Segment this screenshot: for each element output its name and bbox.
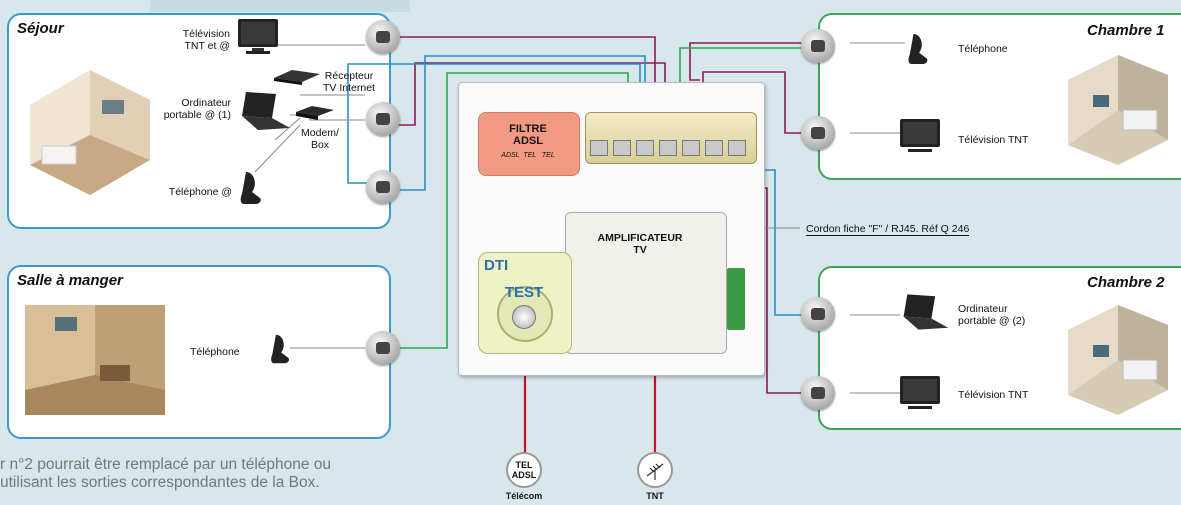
wall-socket	[801, 29, 835, 63]
wall-socket	[366, 331, 400, 365]
test-label: TEST	[504, 284, 544, 301]
footnote: r n°2 pourrait être remplacé par un télé…	[0, 456, 332, 491]
wall-socket	[801, 297, 835, 331]
phone-icon	[271, 334, 290, 364]
label-chambre1-tv: Télévision TNT	[958, 134, 1029, 146]
rj45-port	[705, 140, 723, 156]
label-chambre1-phone: Téléphone	[958, 43, 1008, 55]
terminal-strip	[727, 268, 745, 330]
rj45-port	[636, 140, 654, 156]
room-title-sejour: Séjour	[17, 20, 64, 37]
label-sejour-phone: Téléphone @	[168, 186, 232, 198]
telecom-label: Télécom	[505, 491, 543, 501]
room-title-chambre2: Chambre 2	[1087, 274, 1165, 291]
rj45-port	[728, 140, 746, 156]
filtre-adsl-label: FILTRE ADSL	[509, 123, 547, 147]
sejour-room-image	[30, 70, 150, 195]
tv-icon	[238, 19, 278, 54]
chambre2-room-image	[1068, 305, 1168, 415]
antenna-icon	[646, 463, 664, 480]
wall-socket	[801, 376, 835, 410]
cordon-label: Cordon fiche "F" / RJ45. Réf Q 246	[806, 223, 970, 236]
phone-icon	[908, 34, 928, 64]
modem-icon	[296, 106, 334, 120]
receiver-icon	[274, 70, 320, 85]
rj45-port	[659, 140, 677, 156]
salle-room-image	[25, 305, 165, 415]
test-dial	[497, 286, 553, 342]
tnt-antenna-badge	[637, 452, 673, 488]
label-sejour-laptop: Ordinateur portable @ (1)	[163, 97, 231, 121]
rj45-port	[590, 140, 608, 156]
label-chambre2-tv: Télévision TNT	[958, 389, 1029, 401]
wall-socket	[801, 116, 835, 150]
label-chambre2-laptop: Ordinateur portable @ (2)	[958, 303, 1026, 327]
room-title-salle: Salle à manger	[17, 272, 123, 289]
label-sejour-receiver: Récepteur TV Internet	[323, 70, 375, 94]
label-salle-phone: Téléphone	[190, 346, 240, 358]
tnt-label: TNT	[646, 491, 664, 501]
laptop-icon	[903, 294, 949, 330]
test-knob	[512, 305, 536, 329]
wall-socket	[366, 20, 400, 54]
filtre-adsl	[478, 112, 580, 176]
tv-icon	[900, 119, 940, 152]
label-sejour-tv: Télévision TNT et @	[182, 28, 230, 52]
rj45-port	[682, 140, 700, 156]
phone-icon	[240, 172, 261, 204]
telecom-badge: TEL ADSL	[506, 452, 542, 488]
filtre-ports-label: ADSL TEL TEL	[501, 152, 555, 159]
label-sejour-modem: Modem/ Box	[301, 127, 339, 151]
dti-label: DTI	[484, 257, 509, 274]
top-band	[150, 0, 410, 12]
amplificateur-label: AMPLIFICATEUR TV	[597, 232, 683, 256]
chambre1-room-image	[1068, 55, 1168, 165]
room-title-chambre1: Chambre 1	[1087, 22, 1165, 39]
amplificateur-tv	[565, 212, 727, 354]
wall-socket	[366, 170, 400, 204]
rj45-ports	[590, 140, 750, 158]
tv-icon	[900, 376, 940, 409]
wall-socket	[366, 102, 400, 136]
rj45-port	[613, 140, 631, 156]
laptop-icon	[242, 92, 290, 130]
